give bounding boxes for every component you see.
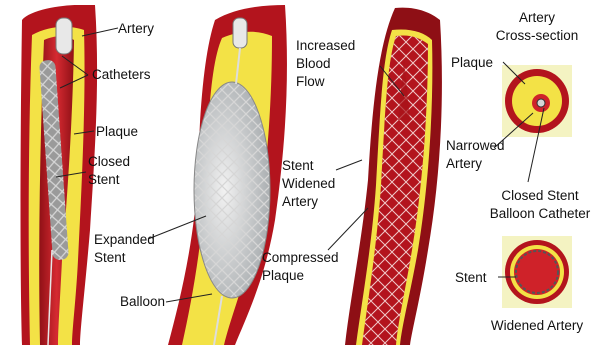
label-expanded-stent-line1: Expanded (94, 232, 155, 247)
label-expanded-stent-line2: Stent (94, 250, 126, 265)
cross-section-widened (502, 236, 572, 308)
label-stent-widened-line1: Stent (282, 158, 314, 173)
label-increased-flow-line3: Flow (296, 74, 325, 89)
catheter-tip (56, 18, 72, 54)
label-closed-stent-line1: Closed (88, 154, 130, 169)
label-closed-stent-line2: Stent (88, 172, 120, 187)
label-widened-artery: Widened Artery (491, 318, 584, 333)
label-cross-section-line2: Cross-section (496, 28, 579, 43)
label-compressed-plaque-line2: Plaque (262, 268, 304, 283)
balloon-catheter-dot (537, 99, 545, 107)
label-narrowed-line1: Narrowed (446, 138, 505, 153)
label-cross-section-stent: Stent (455, 270, 487, 285)
vessel-expanded-stent (168, 5, 287, 345)
label-cross-section-line1: Artery (519, 10, 555, 25)
label-increased-flow-line2: Blood (296, 56, 331, 71)
vessel-closed-stent (21, 5, 98, 345)
label-cross-section-plaque: Plaque (451, 55, 493, 70)
label-plaque: Plaque (96, 124, 138, 139)
label-stent-widened-line2: Widened (282, 176, 335, 191)
label-increased-flow-line1: Increased (296, 38, 355, 53)
label-artery: Artery (118, 21, 154, 36)
label-balloon: Balloon (120, 294, 165, 309)
catheter-tip (233, 18, 247, 48)
label-narrowed-line2: Artery (446, 156, 482, 171)
widened-lumen-ring (514, 249, 560, 295)
label-stent-widened-line3: Artery (282, 194, 318, 209)
cross-section-narrowed (502, 65, 572, 137)
vessel-widened-artery (345, 8, 442, 345)
expanded-stent (194, 82, 270, 298)
label-closed-catheter-line1: Closed Stent (501, 188, 579, 203)
label-closed-catheter-line2: Balloon Catheter (490, 206, 591, 221)
label-catheters: Catheters (92, 67, 151, 82)
label-compressed-plaque-line1: Compressed (262, 250, 339, 265)
